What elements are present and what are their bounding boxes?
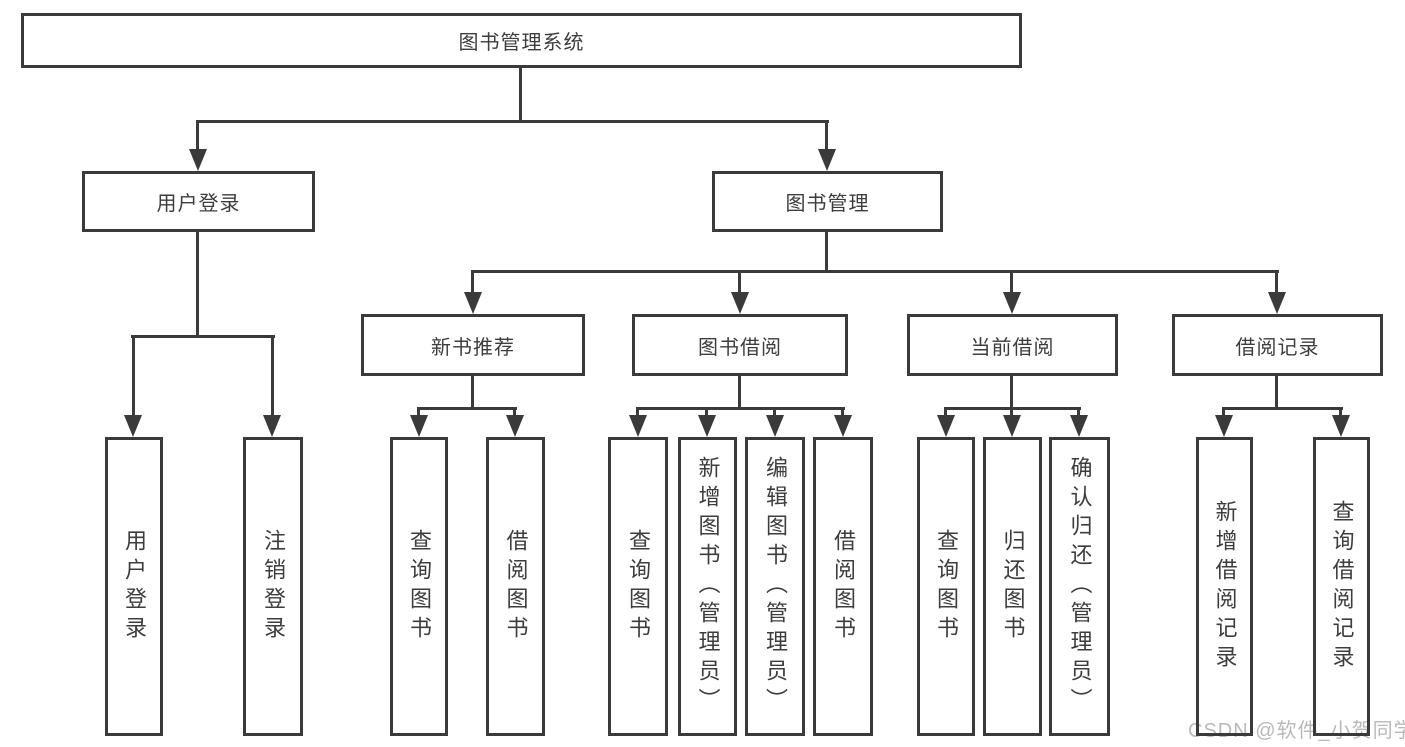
leaf-query-book-2: 查询图书 (608, 437, 668, 736)
leaf-query-book-3-label: 查询图书 (934, 528, 959, 645)
connector-level3-bar (471, 270, 1279, 273)
leaf-borrow-book-1: 借阅图书 (486, 437, 545, 736)
arrowhead-user-child2 (263, 415, 281, 437)
node-borrow-record: 借阅记录 (1172, 314, 1383, 376)
leaf-user-login: 用户登录 (105, 437, 163, 736)
connector-root-drop (519, 68, 522, 120)
leaf-confirm-return-admin: 确认归还（管理员） (1049, 437, 1110, 736)
connector-book-branch-drop (825, 232, 828, 273)
arrowhead-m2c4 (834, 415, 852, 437)
node-root-label: 图书管理系统 (458, 32, 585, 54)
leaf-return-book: 归还图书 (983, 437, 1042, 736)
node-book-management-branch: 图书管理 (712, 171, 943, 232)
connector-user-children-bar (131, 335, 275, 338)
node-book-management-label: 图书管理 (785, 193, 870, 215)
leaf-return-book-label: 归还图书 (1000, 528, 1026, 645)
node-new-book-recommend: 新书推荐 (361, 314, 585, 376)
leaf-borrow-book-2: 借阅图书 (813, 437, 873, 736)
leaf-query-book-2-label: 查询图书 (626, 528, 651, 645)
connector-book-drop (825, 123, 828, 153)
node-current-borrow-label: 当前借阅 (970, 336, 1055, 359)
arrowhead-m2c1 (629, 415, 647, 437)
node-book-borrow-label: 图书借阅 (698, 336, 782, 359)
leaf-edit-book-admin-label: 编辑图书（管理员） (763, 456, 788, 717)
arrowhead-module4 (1268, 292, 1286, 314)
connector-module4-drop (1275, 273, 1278, 295)
csdn-watermark: CSDN @软件_小贺同学 (1188, 720, 1405, 742)
connector-module3-drop (1010, 273, 1013, 295)
connector-user-child1-drop (132, 338, 135, 418)
node-borrow-record-label: 借阅记录 (1235, 336, 1320, 359)
node-current-borrow: 当前借阅 (907, 314, 1118, 376)
arrowhead-m1c1 (410, 415, 428, 437)
connector-module3-parent-drop (1010, 376, 1013, 410)
arrowhead-module1 (464, 292, 482, 314)
arrowhead-user-child1 (124, 415, 142, 437)
node-root-system: 图书管理系统 (21, 13, 1022, 68)
arrowhead-module2 (731, 292, 749, 314)
node-user-login-label: 用户登录 (156, 193, 241, 215)
arrowhead-m3c1 (937, 415, 955, 437)
leaf-query-borrow-record: 查询借阅记录 (1313, 437, 1370, 736)
arrowhead-m4c1 (1215, 415, 1233, 437)
connector-module1-drop (471, 273, 474, 295)
connector-module2-drop (738, 273, 741, 295)
arrowhead-book-management (818, 149, 836, 171)
leaf-user-logout-label: 注销登录 (261, 528, 286, 645)
connector-level2-bar (196, 120, 829, 123)
leaf-add-borrow-record: 新增借阅记录 (1196, 437, 1253, 736)
connector-module2-children-bar (636, 407, 845, 410)
connector-module2-parent-drop (738, 376, 741, 410)
node-user-login-branch: 用户登录 (82, 171, 315, 232)
arrowhead-m2c3 (766, 415, 784, 437)
leaf-user-login-label: 用户登录 (122, 528, 147, 645)
leaf-confirm-return-admin-label: 确认归还（管理员） (1067, 456, 1093, 717)
leaf-add-borrow-record-label: 新增借阅记录 (1212, 499, 1238, 674)
leaf-borrow-book-2-label: 借阅图书 (831, 528, 856, 645)
leaf-add-book-admin: 新增图书（管理员） (678, 437, 737, 736)
connector-user-child2-drop (271, 338, 274, 418)
arrowhead-m1c2 (506, 415, 524, 437)
arrowhead-m4c2 (1332, 415, 1350, 437)
arrowhead-m3c2 (1003, 415, 1021, 437)
leaf-add-book-admin-label: 新增图书（管理员） (695, 456, 721, 717)
leaf-edit-book-admin: 编辑图书（管理员） (745, 437, 805, 736)
leaf-borrow-book-1-label: 借阅图书 (503, 528, 529, 645)
node-new-book-recommend-label: 新书推荐 (431, 336, 515, 359)
arrowhead-m2c2 (698, 415, 716, 437)
connector-user-branch-drop (196, 232, 199, 338)
connector-module1-parent-drop (471, 376, 474, 410)
leaf-query-book-1: 查询图书 (390, 437, 448, 736)
leaf-query-book-1-label: 查询图书 (407, 528, 432, 645)
arrowhead-module3 (1003, 292, 1021, 314)
leaf-user-logout: 注销登录 (243, 437, 303, 736)
leaf-query-book-3: 查询图书 (917, 437, 975, 736)
arrowhead-user-login (189, 149, 207, 171)
connector-module4-children-bar (1222, 407, 1343, 410)
node-book-borrow: 图书借阅 (632, 314, 848, 376)
connector-module3-children-bar (944, 407, 1081, 410)
leaf-query-borrow-record-label: 查询借阅记录 (1329, 499, 1355, 674)
connector-module4-parent-drop (1275, 376, 1278, 410)
connector-user-drop (196, 123, 199, 153)
arrowhead-m3c3 (1070, 415, 1088, 437)
connector-module1-children-bar (417, 407, 517, 410)
